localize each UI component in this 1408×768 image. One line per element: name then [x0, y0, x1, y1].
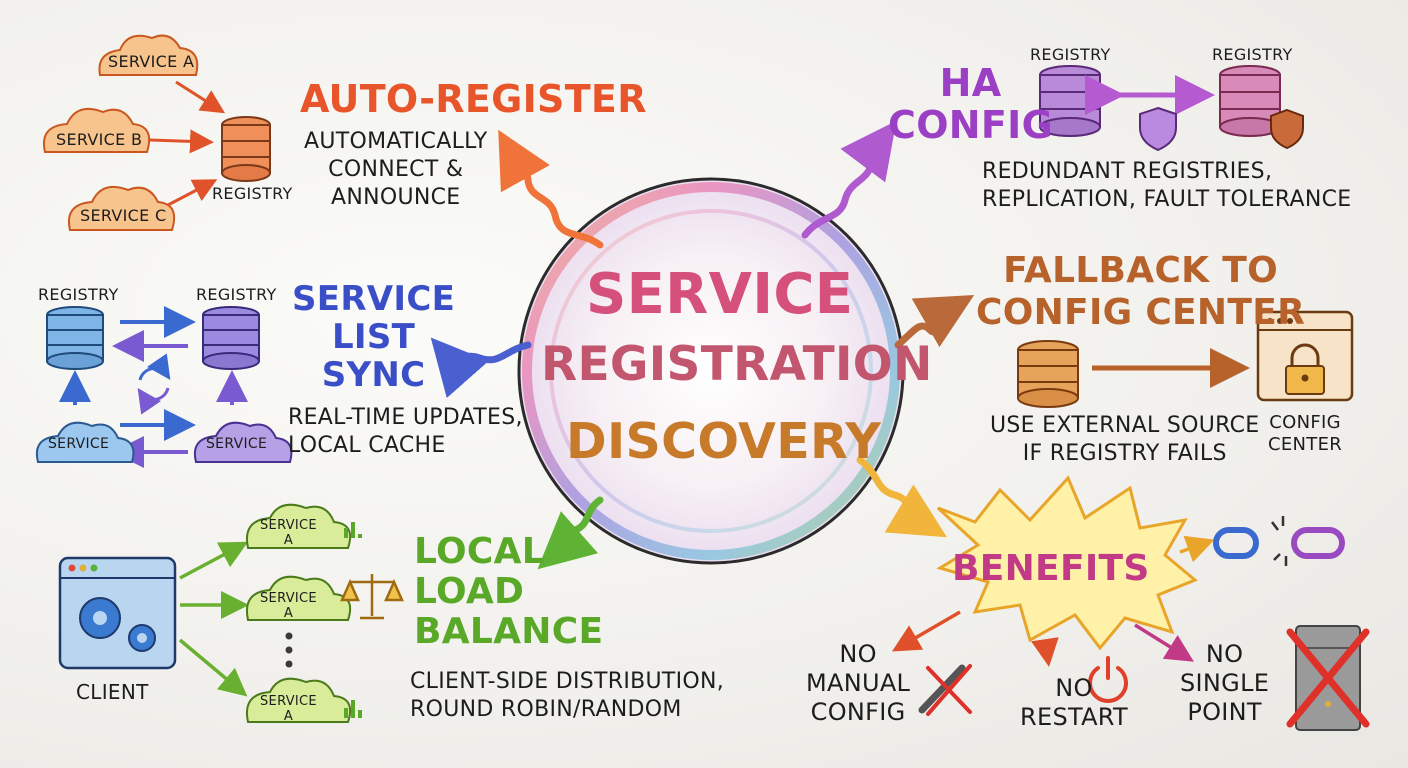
auto-register-desc: AUTOMATICALLY CONNECT & ANNOUNCE: [304, 129, 488, 210]
database-icon: [46, 306, 104, 370]
load-balance-title: LOCAL LOAD BALANCE: [414, 531, 604, 652]
auto-register-service-a: SERVICE A: [108, 52, 195, 71]
ha-config-desc: REDUNDANT REGISTRIES, REPLICATION, FAULT…: [982, 159, 1352, 212]
cloud-icon: [246, 503, 352, 723]
load-balance-service-2: SERVICE A: [260, 591, 317, 621]
scales-icon: [340, 574, 404, 620]
wrench-icon: [918, 664, 972, 716]
cloud-icon: [43, 34, 199, 231]
ha-config-title: HA CONFIG: [888, 61, 1054, 147]
load-balance-service-3: SERVICE A: [260, 694, 317, 724]
list-sync-service-right: SERVICE: [206, 436, 268, 452]
shield-icon: [1139, 106, 1177, 152]
load-balance-diagram: [58, 503, 404, 723]
browser-window-icon: [58, 556, 177, 670]
benefits-title: BENEFITS: [952, 548, 1150, 589]
list-sync-service-left: SERVICE: [48, 436, 110, 452]
fallback-desc: USE EXTERNAL SOURCE IF REGISTRY FAILS: [990, 413, 1260, 466]
power-icon: [1088, 656, 1128, 703]
gear-icon: [79, 597, 156, 652]
list-sync-desc: REAL-TIME UPDATES, LOCAL CACHE: [288, 405, 523, 458]
load-balance-client: CLIENT: [76, 680, 149, 704]
center-orb: [517, 177, 905, 565]
benefits-diagram: [891, 475, 1370, 731]
auto-register-service-c: SERVICE C: [80, 206, 167, 225]
auto-register-title: AUTO-REGISTER: [300, 77, 647, 121]
ha-config-registry-left: REGISTRY: [1030, 45, 1111, 64]
server-icon: [1286, 625, 1370, 731]
center-title-line3: DISCOVERY: [566, 413, 882, 470]
auto-register-registry: REGISTRY: [212, 184, 293, 203]
arrow-fallback: [894, 295, 975, 349]
fallback-title: FALLBACK TO CONFIG CENTER: [976, 250, 1306, 333]
database-icon: [202, 306, 260, 370]
fallback-config-center: CONFIG CENTER: [1268, 412, 1343, 455]
benefits-no-manual: NO MANUAL CONFIG: [806, 640, 911, 726]
arrow-ha-config: [801, 120, 897, 239]
arrow-benefits: [856, 456, 948, 538]
database-icon: [1219, 65, 1281, 137]
bar-chart-icon: [344, 522, 362, 718]
auto-register-service-b: SERVICE B: [56, 130, 143, 149]
ha-config-diagram: [1039, 65, 1304, 152]
lock-icon: [1285, 343, 1325, 395]
database-icon: [221, 116, 271, 182]
ellipsis-dots: [285, 632, 293, 668]
center-title-line2: REGISTRATION: [541, 337, 933, 392]
list-sync-registry-left: REGISTRY: [38, 285, 119, 304]
broken-chain-icon: [1213, 516, 1345, 566]
database-icon: [1017, 340, 1079, 408]
branch-arrows: [430, 120, 975, 570]
list-sync-diagram: [36, 306, 293, 468]
browser-window-icon: [1256, 310, 1354, 402]
list-sync-registry-right: REGISTRY: [196, 285, 277, 304]
benefits-no-restart: NO RESTART: [1020, 674, 1128, 731]
load-balance-desc: CLIENT-SIDE DISTRIBUTION, ROUND ROBIN/RA…: [410, 669, 725, 722]
benefits-no-single: NO SINGLE POINT: [1180, 640, 1270, 726]
ha-config-registry-right: REGISTRY: [1212, 45, 1293, 64]
sync-icon: [137, 353, 171, 415]
load-balance-service-1: SERVICE A: [260, 518, 317, 548]
cloud-icon: [36, 421, 293, 463]
arrow-auto-register: [498, 129, 604, 249]
auto-register-diagram: [43, 34, 271, 231]
arrow-load-balance: [537, 496, 604, 570]
arrow-list-sync: [430, 337, 532, 399]
center-title-line1: SERVICE: [586, 262, 854, 327]
benefits-burst: [936, 475, 1198, 651]
fallback-diagram: [1017, 310, 1354, 408]
list-sync-title: SERVICE LIST SYNC: [292, 279, 456, 395]
shield-icon: [1270, 108, 1304, 150]
